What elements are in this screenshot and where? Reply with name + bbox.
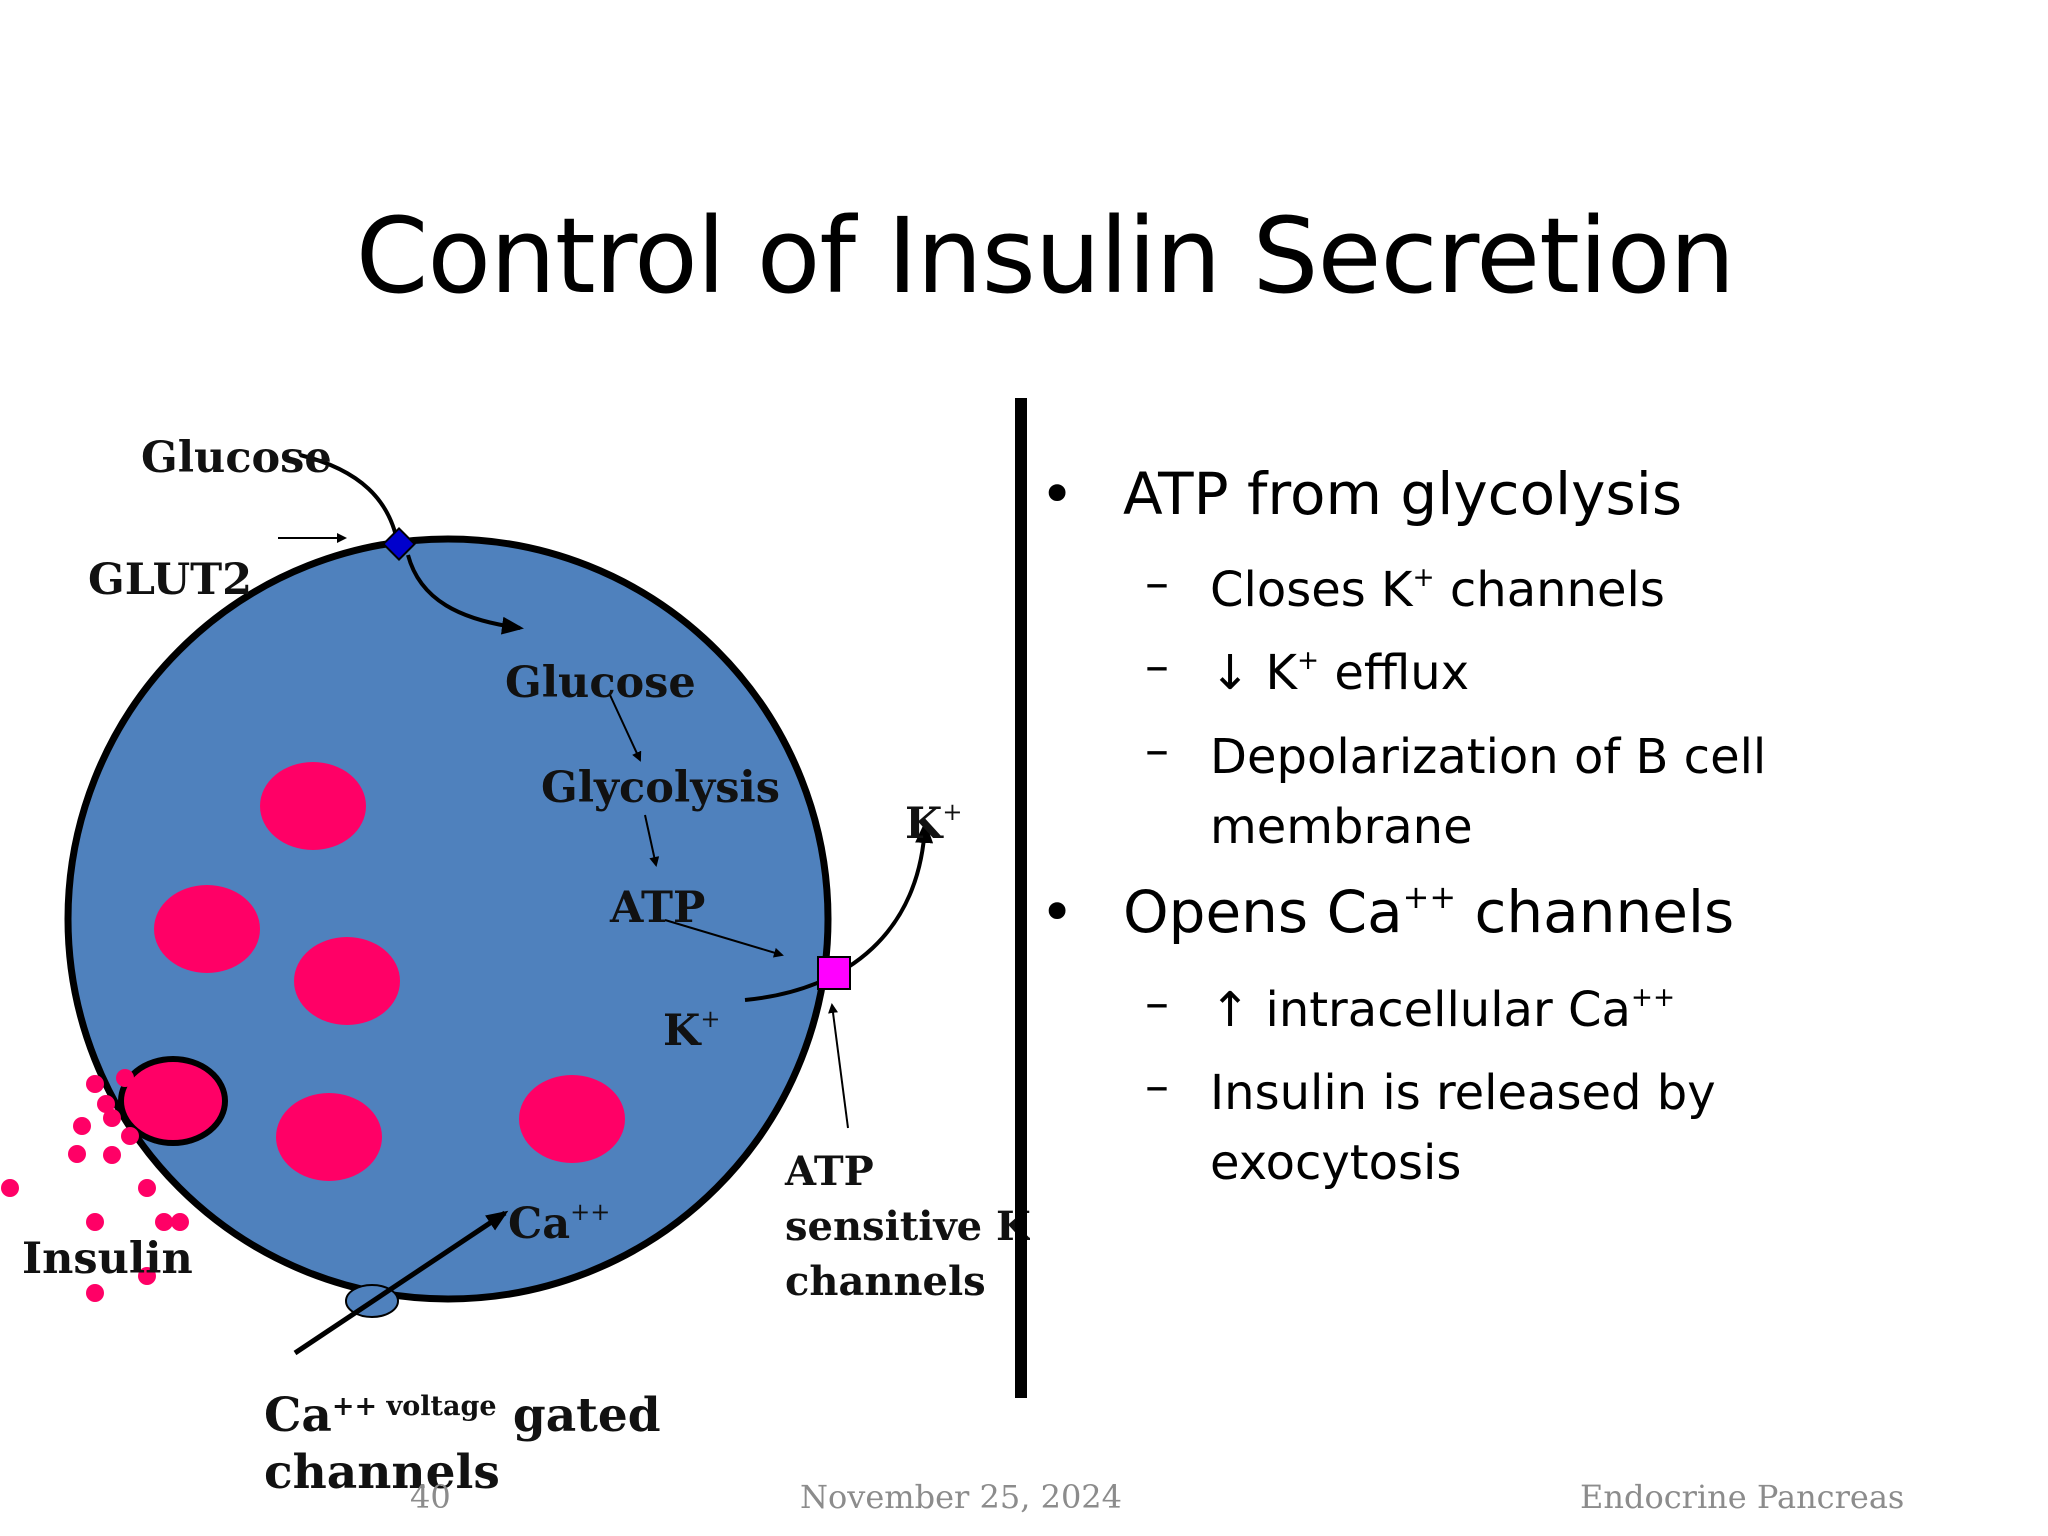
sub-bullet-text-main: Closes K [1210, 562, 1413, 618]
k-inside-charge: + [700, 1005, 720, 1033]
sub-bullet-line: Insulin is released by [1210, 1065, 1716, 1121]
atp-channel-label-line2: sensitive K+ [785, 1203, 1030, 1250]
sub-bullet-text: Closes K+ channels [1210, 555, 1665, 625]
slide-title: Control of Insulin Secretion [355, 195, 1736, 317]
ca-channel-label-line2: channels [264, 1445, 500, 1500]
insulin-label: Insulin [22, 1234, 193, 1284]
sub-bullet-dash: – [1145, 1058, 1169, 1114]
glut2-label: GLUT2 [88, 555, 252, 605]
atp-channel-label-line1: ATP [784, 1148, 874, 1195]
ca-channel-label-ca: Ca [264, 1388, 332, 1443]
atp-channel-label-text: sensitive K [785, 1203, 1030, 1250]
glycolysis-to-atp-arrow [644, 814, 660, 867]
k-efflux-curve [744, 821, 934, 1002]
sub-bullet-dash: – [1145, 975, 1169, 1031]
sub-bullet-dash: – [1145, 638, 1169, 694]
sub-bullet-text-rest: channels [1434, 562, 1665, 618]
glucose-outside-label: Glucose [141, 433, 332, 483]
sub-bullet-text-main: ↑ intracellular Ca [1210, 982, 1631, 1038]
vertical-divider [1015, 398, 1027, 1398]
sub-bullet-line: membrane [1210, 799, 1473, 855]
k-inside-symbol: K [663, 1006, 702, 1056]
sub-bullet-text-main: ↓ K [1210, 645, 1297, 701]
sub-bullet-line: exocytosis [1210, 1135, 1462, 1191]
sub-bullet-superscript: ++ [1630, 982, 1676, 1014]
bullet-text-rest: channels [1456, 878, 1735, 946]
insulin-granule [519, 1075, 625, 1163]
ca-channel-label-line1: Ca++ voltage gated [264, 1388, 661, 1443]
sub-bullet-text-rest: efflux [1319, 645, 1470, 701]
sub-bullet-text: Insulin is released by exocytosis [1210, 1058, 1716, 1198]
footer-page-number: 40 [410, 1478, 451, 1516]
footer-date: November 25, 2024 [800, 1478, 1123, 1516]
ca-inside-charge: ++ [570, 1198, 610, 1226]
k-outside-symbol: K [905, 799, 944, 849]
atp-to-channel-arrow [664, 919, 784, 958]
insulin-secretion-diagram: Glucose GLUT2 Glucose Glycolysis ATP K+ … [1, 433, 1030, 1500]
k-outside-charge: + [942, 798, 962, 826]
released-insulin-dots [1, 1069, 189, 1302]
atp-label: ATP [609, 883, 705, 933]
insulin-granule [294, 937, 400, 1025]
glucose-inside-arrow [406, 554, 524, 635]
sub-bullet-dash: – [1145, 722, 1169, 778]
bullet-text: Opens Ca++ channels [1123, 878, 1734, 946]
glucose-inside-label: Glucose [505, 658, 696, 708]
ca-channel-label-voltage: ++ voltage [332, 1391, 497, 1422]
k-inside-label: K+ [663, 1005, 720, 1056]
ca-channel-label-gated: gated [497, 1388, 661, 1443]
glucose-to-glycolysis-arrow [609, 694, 642, 762]
ca-influx-arrow [293, 1210, 509, 1356]
ca-inside-label: Ca++ [508, 1198, 610, 1249]
exocytosis-vesicle [118, 1056, 228, 1146]
bullet-text-main: Opens Ca [1123, 878, 1403, 946]
insulin-granule [154, 885, 260, 973]
k-channel-pointer-arrow [828, 1003, 849, 1129]
bullet-text: ATP from glycolysis [1123, 460, 1683, 528]
sub-bullet-text: ↑ intracellular Ca++ [1210, 975, 1675, 1045]
atp-sensitive-k-channel [817, 956, 851, 990]
k-outside-label: K+ [905, 798, 962, 849]
ca-inside-symbol: Ca [508, 1199, 570, 1249]
glut2-transporter [382, 527, 416, 561]
glycolysis-label: Glycolysis [541, 763, 780, 813]
insulin-granule [260, 762, 366, 850]
sub-bullet-superscript: + [1412, 562, 1435, 594]
bullet-dot: • [1040, 878, 1075, 946]
atp-channel-label-line3: channels [785, 1258, 986, 1305]
sub-bullet-text: Depolarization of B cell membrane [1210, 722, 1766, 862]
footer-topic: Endocrine Pancreas [1580, 1478, 1905, 1516]
sub-bullet-text: ↓ K+ efflux [1210, 638, 1469, 708]
beta-cell [64, 535, 832, 1303]
glucose-entry-curve [299, 453, 400, 546]
sub-bullet-line: Depolarization of B cell [1210, 729, 1767, 785]
insulin-granule [276, 1093, 382, 1181]
sub-bullet-dash: – [1145, 555, 1169, 611]
bullet-dot: • [1040, 460, 1075, 528]
bullet-superscript: ++ [1402, 878, 1457, 917]
sub-bullet-superscript: + [1296, 645, 1320, 677]
